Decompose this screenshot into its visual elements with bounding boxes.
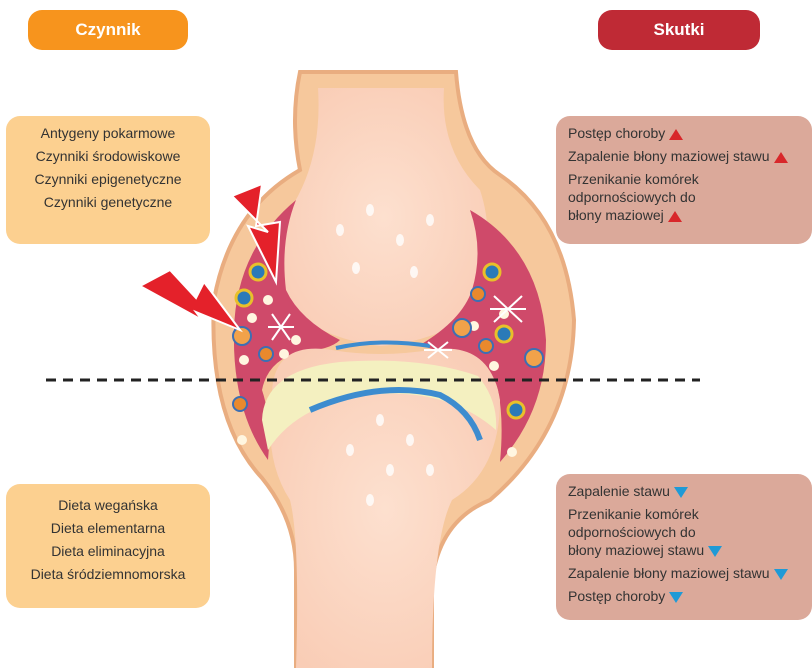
effect-item: Zapalenie stawu — [568, 482, 812, 500]
effect-text: Postęp choroby — [568, 588, 665, 604]
increase-arrow-icon — [774, 152, 788, 163]
effect-header: Skutki — [598, 10, 760, 50]
diet-item: Dieta wegańska — [6, 494, 210, 517]
decrease-arrow-icon — [669, 592, 683, 603]
factors-bottom-box: Dieta wegańska Dieta elementarna Dieta e… — [6, 484, 210, 608]
diet-item: Dieta elementarna — [6, 517, 210, 540]
factor-header: Czynnik — [28, 10, 188, 50]
decrease-arrow-icon — [774, 569, 788, 580]
effect-text: Przenikanie komórek odpornościowych do b… — [568, 506, 704, 558]
diet-item: Dieta eliminacyjna — [6, 540, 210, 563]
effect-text: Zapalenie błony maziowej stawu — [568, 148, 770, 164]
effects-top-box: Postęp choroby Zapalenie błony maziowej … — [556, 116, 812, 244]
effect-item: Zapalenie błony maziowej stawu — [568, 564, 812, 582]
factor-item: Czynniki genetyczne — [6, 191, 210, 214]
effect-text: Zapalenie stawu — [568, 483, 670, 499]
effect-item: Postęp choroby — [568, 124, 812, 142]
effect-text: Postęp choroby — [568, 125, 665, 141]
effect-item: Przenikanie komórek odpornościowych do b… — [568, 505, 812, 559]
factor-item: Czynniki epigenetyczne — [6, 168, 210, 191]
increase-arrow-icon — [668, 211, 682, 222]
effect-item: Przenikanie komórek odpornościowych do b… — [568, 170, 812, 224]
decrease-arrow-icon — [674, 487, 688, 498]
effects-bottom-box: Zapalenie stawu Przenikanie komórek odpo… — [556, 474, 812, 620]
effect-text: Zapalenie błony maziowej stawu — [568, 565, 770, 581]
factor-item: Czynniki środowiskowe — [6, 145, 210, 168]
diet-item: Dieta śródziemnomorska — [6, 563, 210, 586]
increase-arrow-icon — [669, 129, 683, 140]
effect-item: Zapalenie błony maziowej stawu — [568, 147, 812, 165]
factor-item: Antygeny pokarmowe — [6, 122, 210, 145]
decrease-arrow-icon — [708, 546, 722, 557]
factors-top-box: Antygeny pokarmowe Czynniki środowiskowe… — [6, 116, 210, 244]
effect-item: Postęp choroby — [568, 587, 812, 605]
